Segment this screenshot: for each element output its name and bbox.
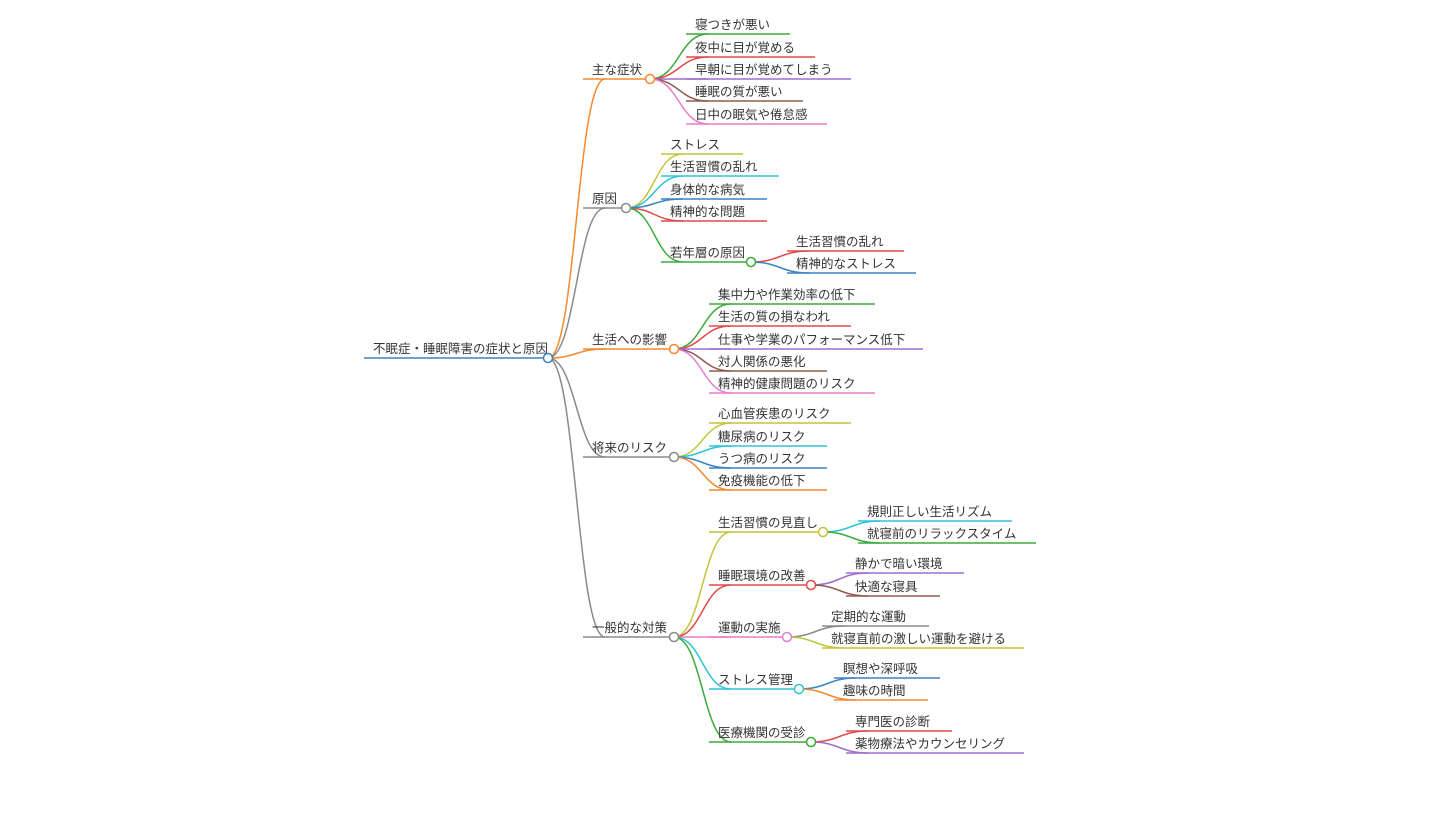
leaf-topic-label[interactable]: 対人関係の悪化	[718, 354, 806, 369]
leaf-topic-label[interactable]: 仕事や学業のパフォーマンス低下	[718, 332, 905, 347]
leaf-topic-label[interactable]: 集中力や作業効率の低下	[718, 287, 856, 302]
connector-edge	[673, 531, 732, 638]
connector-edge	[547, 357, 606, 458]
connector-edge	[673, 636, 732, 743]
collapse-toggle-dot[interactable]	[668, 343, 680, 355]
collapse-toggle-dot[interactable]	[668, 631, 680, 643]
leaf-topic-label[interactable]: 薬物療法やカウンセリング	[855, 736, 1005, 751]
collapse-toggle-dot[interactable]	[805, 579, 817, 591]
connector-edge	[547, 207, 606, 359]
leaf-topic-label[interactable]: 精神的健康問題のリスク	[718, 376, 856, 391]
leaf-topic-label[interactable]: 瞑想や深呼吸	[843, 661, 919, 676]
collapse-toggle-dot[interactable]	[542, 352, 554, 364]
leaf-topic-label[interactable]: 趣味の時間	[843, 683, 906, 698]
collapse-toggle-dot[interactable]	[668, 451, 680, 463]
leaf-topic-label[interactable]: 糖尿病のリスク	[718, 429, 806, 444]
connector-edge	[625, 207, 684, 263]
branch-topic-label[interactable]: 将来のリスク	[592, 440, 667, 455]
leaf-topic-label[interactable]: 生活習慣の乱れ	[796, 234, 884, 249]
root-topic-label[interactable]: 不眠症・睡眠障害の症状と原因	[373, 341, 548, 356]
labels-layer: 不眠症・睡眠障害の症状と原因 主な症状 寝つきが悪い夜中に目が覚める早朝に目が覚めて…	[373, 17, 1016, 751]
leaf-topic-label[interactable]: 寝つきが悪い	[695, 17, 770, 32]
collapse-toggle-dot[interactable]	[805, 736, 817, 748]
branch-topic-label[interactable]: 主な症状	[592, 62, 643, 77]
connector-edge	[673, 303, 732, 350]
branch-topic-label[interactable]: 一般的な対策	[592, 620, 668, 635]
branch-topic-label[interactable]: 生活への影響	[592, 332, 667, 347]
connector-edge	[649, 33, 709, 80]
leaf-topic-label[interactable]: 精神的なストレス	[796, 256, 896, 271]
collapse-toggle-dot[interactable]	[781, 631, 793, 643]
branch-topic-label[interactable]: 医療機関の受診	[718, 725, 806, 740]
connector-edge	[547, 357, 606, 638]
leaf-topic-label[interactable]: 生活習慣の乱れ	[670, 159, 758, 174]
leaf-topic-label[interactable]: 定期的な運動	[831, 609, 906, 624]
collapse-toggle-dot[interactable]	[817, 526, 829, 538]
leaf-topic-label[interactable]: 睡眠の質が悪い	[695, 84, 783, 99]
leaf-topic-label[interactable]: 夜中に目が覚める	[695, 40, 795, 55]
leaf-topic-label[interactable]: 就寝前のリラックスタイム	[867, 526, 1016, 541]
collapse-dots-layer	[542, 73, 829, 748]
leaf-topic-label[interactable]: 規則正しい生活リズム	[867, 504, 992, 519]
branch-topic-label[interactable]: 原因	[592, 191, 617, 206]
branch-topic-label[interactable]: 生活習慣の見直し	[718, 515, 818, 530]
underlines-layer	[364, 33, 1036, 754]
connector-edge	[649, 78, 709, 125]
leaf-topic-label[interactable]: 早朝に目が覚めてしまう	[695, 62, 833, 77]
leaf-topic-label[interactable]: 静かで暗い環境	[855, 556, 943, 571]
branch-topic-label[interactable]: 運動の実施	[718, 620, 781, 635]
connector-edge	[625, 153, 684, 209]
leaf-topic-label[interactable]: 専門医の診断	[855, 714, 930, 729]
connector-edge	[673, 584, 732, 638]
leaf-topic-label[interactable]: 精神的な問題	[670, 204, 746, 219]
leaf-topic-label[interactable]: ストレス	[670, 137, 720, 152]
connector-edge	[673, 348, 732, 394]
collapse-toggle-dot[interactable]	[620, 202, 632, 214]
leaf-topic-label[interactable]: 身体的な病気	[670, 182, 745, 197]
collapse-toggle-dot[interactable]	[745, 256, 757, 268]
leaf-topic-label[interactable]: 免疫機能の低下	[718, 473, 806, 488]
branch-topic-label[interactable]: ストレス管理	[718, 672, 794, 687]
leaf-topic-label[interactable]: 心血管疾患のリスク	[718, 406, 831, 421]
connector-edge	[547, 78, 606, 359]
collapse-toggle-dot[interactable]	[644, 73, 656, 85]
connector-edge	[673, 456, 732, 491]
leaf-topic-label[interactable]: 日中の眠気や倦怠感	[695, 107, 808, 122]
branch-topic-label[interactable]: 睡眠環境の改善	[718, 568, 806, 583]
leaf-topic-label[interactable]: 生活の質の損なわれ	[718, 309, 830, 324]
leaf-topic-label[interactable]: うつ病のリスク	[718, 451, 806, 466]
collapse-toggle-dot[interactable]	[793, 683, 805, 695]
leaf-topic-label[interactable]: 就寝直前の激しい運動を避ける	[831, 631, 1006, 646]
connector-edge	[673, 636, 732, 690]
leaf-topic-label[interactable]: 快適な寝具	[855, 579, 918, 594]
branch-topic-label[interactable]: 若年層の原因	[670, 245, 745, 260]
